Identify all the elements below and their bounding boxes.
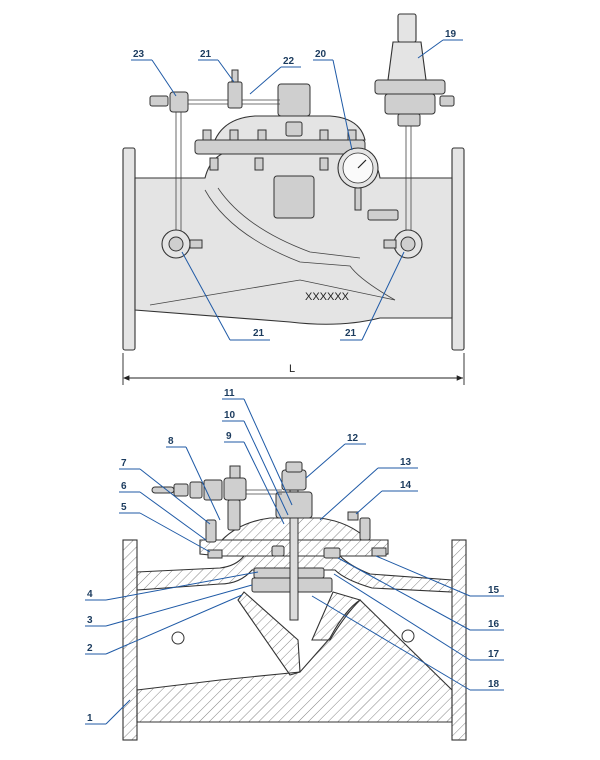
svg-text:6: 6 [121, 481, 127, 492]
svg-text:17: 17 [488, 649, 500, 660]
right-flange [451, 147, 465, 351]
svg-text:15: 15 [488, 585, 500, 596]
section-left-flange [122, 539, 138, 741]
svg-text:21: 21 [200, 49, 212, 60]
callout-13: 13 [319, 457, 418, 521]
callout-21-top: 21 [198, 49, 235, 83]
svg-text:8: 8 [168, 436, 174, 447]
svg-text:10: 10 [224, 410, 236, 421]
callout-16: 16 [337, 557, 504, 631]
position-indicator [273, 175, 315, 219]
callout-10: 10 [222, 410, 289, 516]
section-body-top [136, 555, 453, 593]
callout-11: 11 [222, 388, 293, 506]
callout-15: 15 [375, 555, 504, 597]
svg-text:20: 20 [315, 49, 327, 60]
callout-5: 5 [119, 502, 211, 553]
svg-text:22: 22 [283, 56, 295, 67]
callout-22: 22 [249, 56, 301, 95]
callout-23: 23 [131, 49, 177, 97]
callout-1: 1 [85, 699, 131, 725]
svg-text:21: 21 [253, 328, 265, 339]
svg-text:1: 1 [87, 713, 93, 724]
pilot-regulator [397, 13, 417, 43]
svg-text:18: 18 [488, 679, 500, 690]
left-flange [122, 147, 136, 351]
svg-text:3: 3 [87, 615, 93, 626]
callout-14: 14 [355, 480, 418, 515]
callout-19: 19 [417, 29, 463, 59]
svg-text:13: 13 [400, 457, 412, 468]
body-marking: XXXXXX [305, 291, 350, 303]
svg-text:2: 2 [87, 643, 93, 654]
svg-text:4: 4 [87, 589, 93, 600]
top-view: XXXXXX [122, 13, 465, 385]
svg-text:21: 21 [345, 328, 357, 339]
callout-21-right: 21 [340, 251, 405, 341]
callout-9: 9 [224, 431, 285, 525]
svg-text:11: 11 [224, 388, 235, 399]
dimension-label: L [289, 363, 295, 375]
svg-text:19: 19 [445, 29, 457, 40]
callout-17: 17 [333, 573, 504, 661]
svg-text:12: 12 [347, 433, 359, 444]
callout-8: 8 [166, 436, 221, 521]
callout-20: 20 [313, 49, 353, 151]
callout-6: 6 [119, 481, 207, 541]
cover-flange [194, 139, 366, 155]
cover-bolts [202, 129, 357, 171]
callout-3: 3 [85, 584, 253, 627]
svg-text:16: 16 [488, 619, 500, 630]
svg-text:7: 7 [121, 458, 127, 469]
svg-text:14: 14 [400, 480, 412, 491]
svg-text:5: 5 [121, 502, 127, 513]
callout-21-left: 21 [181, 251, 270, 341]
section-view: 11 10 9 8 12 7 6 [85, 388, 504, 741]
svg-text:23: 23 [133, 49, 145, 60]
section-right-flange [451, 539, 467, 741]
callout-18: 18 [311, 595, 504, 691]
svg-text:9: 9 [226, 431, 232, 442]
callout-4: 4 [85, 571, 259, 601]
callout-2: 2 [85, 594, 243, 655]
callout-12: 12 [305, 433, 366, 479]
callout-7: 7 [119, 458, 211, 525]
